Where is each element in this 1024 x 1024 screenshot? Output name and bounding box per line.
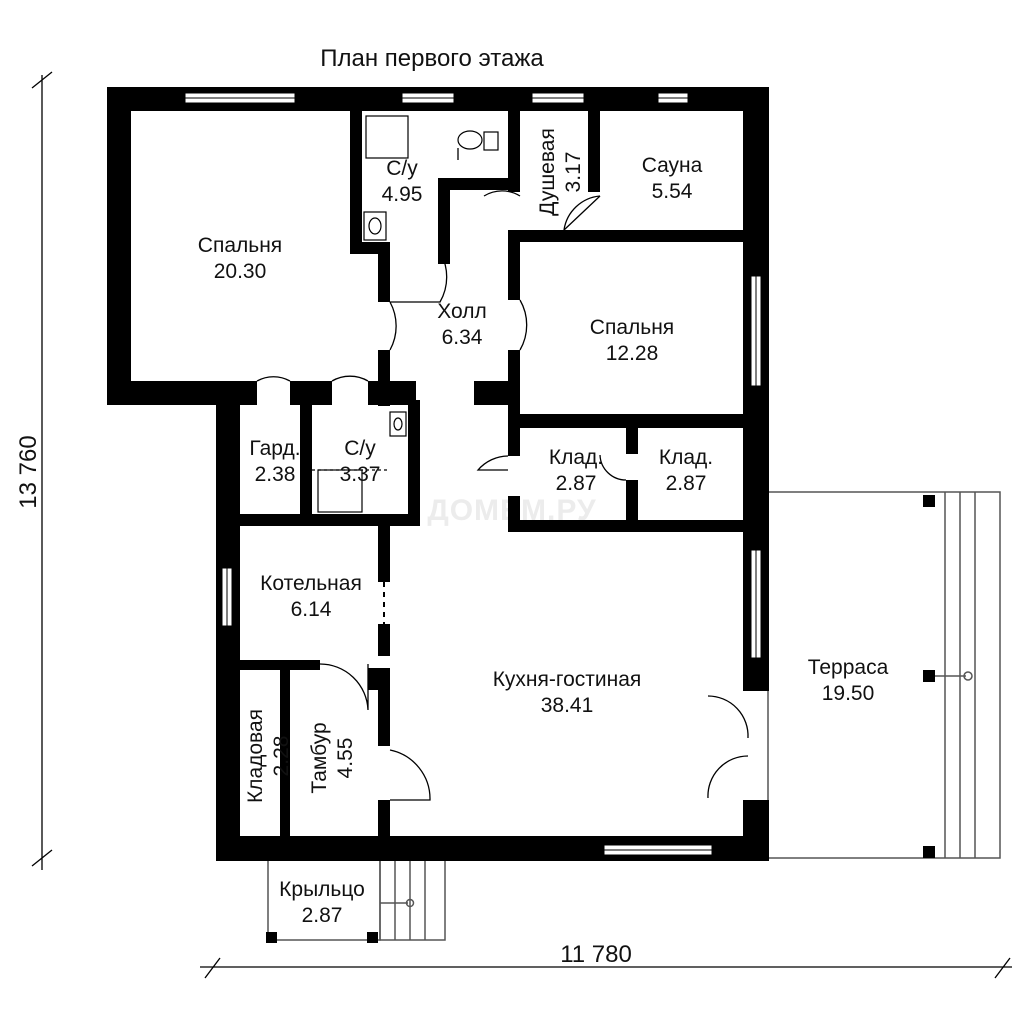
room-area-bedroom-main: 20.30 — [214, 260, 267, 283]
sink-small-icon — [389, 411, 407, 437]
room-area-storage-left: 2.87 — [556, 472, 597, 495]
room-name-bedroom-main: Спальня — [198, 234, 282, 257]
sink-icon — [363, 211, 387, 241]
dimension-height: 13 760 — [15, 435, 42, 508]
dimension-width: 11 780 — [560, 941, 632, 968]
porch-outline — [267, 857, 446, 941]
room-name-storage-left: Клад. — [549, 446, 603, 469]
room-area-shower: 3.17 — [562, 152, 585, 193]
room-name-porch: Крыльцо — [279, 878, 365, 901]
room-name-wardrobe: Гард. — [249, 437, 300, 460]
toilet-icon — [457, 130, 483, 150]
room-area-storage-right: 2.87 — [666, 472, 707, 495]
room-name-vestibule: Тамбур — [308, 722, 331, 793]
room-area-hall: 6.34 — [442, 326, 483, 349]
room-name-terrace: Терраса — [808, 656, 889, 679]
room-area-wardrobe: 2.38 — [255, 463, 296, 486]
terrace-posts — [923, 495, 935, 858]
room-name-bedroom-second: Спальня — [590, 316, 674, 339]
shower-tray-small-icon — [317, 469, 363, 513]
room-area-bathroom-top: 4.95 — [382, 183, 423, 206]
room-name-bathroom-top: С/у — [386, 157, 418, 180]
room-area-sauna: 5.54 — [652, 180, 693, 203]
dimension-lines — [31, 71, 1012, 979]
room-name-boiler-room: Котельная — [260, 572, 362, 595]
room-area-boiler-room: 6.14 — [291, 598, 332, 621]
room-area-kitchen-living: 38.41 — [541, 694, 594, 717]
room-area-pantry: 2.28 — [270, 736, 293, 777]
room-area-porch: 2.87 — [302, 904, 343, 927]
room-name-kitchen-living: Кухня-гостиная — [493, 668, 642, 691]
walls — [107, 87, 769, 861]
room-labels: Спальня 20.30 С/у 4.95 Душевая 3.17 Саун… — [198, 128, 889, 927]
porch-posts — [266, 932, 378, 943]
room-name-hall: Холл — [437, 300, 487, 323]
room-area-bathroom-small: 3.37 — [340, 463, 381, 486]
room-name-sauna: Сауна — [642, 154, 703, 177]
room-area-vestibule: 4.55 — [334, 738, 357, 779]
room-name-bathroom-small: С/у — [344, 437, 376, 460]
plan-title: План первого этажа — [320, 45, 544, 72]
fixtures — [312, 115, 499, 513]
room-name-storage-right: Клад. — [659, 446, 713, 469]
room-name-pantry: Кладовая — [244, 709, 267, 803]
window-glass-lines — [185, 97, 757, 851]
room-area-bedroom-second: 12.28 — [606, 342, 659, 365]
doors — [256, 148, 749, 861]
room-name-shower: Душевая — [536, 128, 559, 216]
shower-tray-icon — [365, 115, 409, 159]
room-area-terrace: 19.50 — [822, 682, 875, 705]
